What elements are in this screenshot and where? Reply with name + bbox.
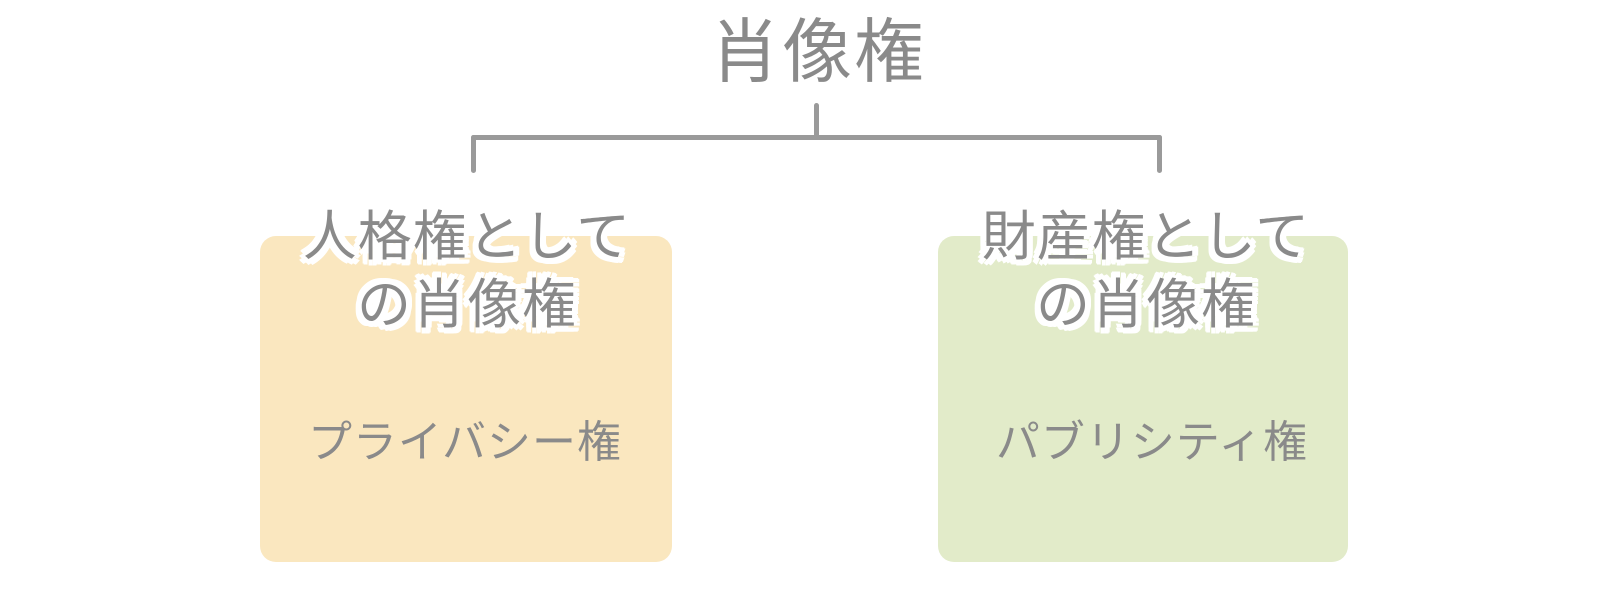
connector-left-drop bbox=[471, 135, 476, 173]
connector-stem bbox=[814, 103, 819, 140]
node-property-right-label: パブリシティ権 bbox=[995, 418, 1309, 467]
node-property-right-heading: 財産権として の肖像権 bbox=[981, 207, 1311, 336]
node-personal-right-heading: 人格権として の肖像権 bbox=[302, 207, 632, 336]
diagram-title: 肖像権 bbox=[710, 13, 926, 91]
node-personal-right-box bbox=[260, 236, 672, 562]
connector-horizontal bbox=[471, 135, 1162, 140]
connector-right-drop bbox=[1157, 135, 1162, 173]
node-personal-right-label: プライバシー権 bbox=[307, 418, 623, 467]
node-property-right-box bbox=[938, 236, 1348, 562]
